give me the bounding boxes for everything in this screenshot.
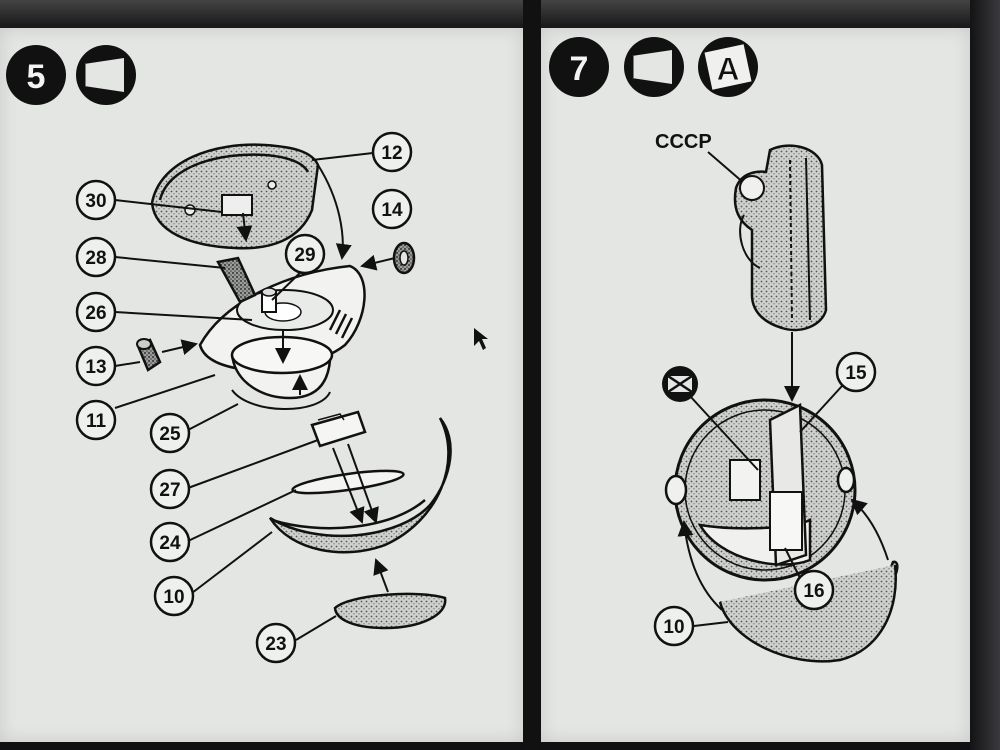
callout-10-right: 10: [653, 605, 695, 647]
step-5-header: 5: [6, 45, 136, 105]
part-25-bowl: [230, 335, 334, 410]
part-29-post: [261, 287, 277, 313]
callout-24: 24: [149, 521, 191, 563]
callout-10-left: 10: [153, 575, 195, 617]
decal-letter: A: [716, 51, 739, 87]
part-14-knob: [392, 241, 416, 275]
svg-text:10: 10: [163, 587, 184, 608]
step-7-header: 7 A: [549, 37, 758, 97]
part-13-cylinder: [136, 338, 162, 372]
capsule-sphere: [664, 398, 857, 582]
cccp-label: CCCP: [655, 131, 712, 153]
callout-27: 27: [149, 468, 191, 510]
step-7-arrows: [677, 498, 889, 611]
cosmonaut-figure: [733, 144, 828, 332]
step-number: 5: [27, 58, 46, 96]
right-frame: [970, 0, 1000, 750]
svg-text:25: 25: [159, 424, 181, 445]
callout-29: 29: [284, 233, 326, 275]
callout-28: 28: [75, 236, 117, 278]
step-number: 7: [570, 50, 589, 88]
step-badge: [549, 37, 609, 97]
callout-14: 14: [371, 188, 413, 230]
svg-text:29: 29: [294, 245, 315, 266]
step-5-arrows: [161, 164, 396, 593]
svg-text:14: 14: [381, 200, 403, 221]
callout-11: 11: [75, 399, 117, 441]
callout-23: 23: [255, 622, 297, 664]
callout-15: 15: [835, 351, 877, 393]
cement-tube-shape: [84, 58, 124, 92]
svg-text:15: 15: [845, 363, 867, 384]
svg-text:28: 28: [85, 248, 106, 269]
svg-text:26: 26: [85, 303, 106, 324]
panel-divider: [523, 0, 541, 750]
step-5-leader-lines: [114, 152, 374, 641]
top-frame: [0, 0, 1000, 28]
svg-text:24: 24: [159, 533, 181, 554]
part-10-lower-hemisphere: [718, 560, 899, 663]
svg-text:12: 12: [381, 143, 402, 164]
part-12-upper-shell: [150, 143, 320, 250]
callout-26: 26: [75, 291, 117, 333]
part-24-disc: [291, 469, 405, 495]
svg-text:27: 27: [159, 480, 180, 501]
mouse-cursor-icon: [474, 328, 488, 350]
step-badge: [6, 45, 66, 105]
svg-text:13: 13: [85, 357, 106, 378]
svg-text:30: 30: [85, 191, 106, 212]
part-10-bottom-shell: [268, 417, 452, 554]
svg-text:23: 23: [265, 634, 286, 655]
callout-12: 12: [371, 131, 413, 173]
callout-25: 25: [149, 412, 191, 454]
svg-text:16: 16: [803, 581, 824, 602]
part-27-block: [310, 410, 367, 448]
callout-13: 13: [75, 345, 117, 387]
part-23-base-disc: [333, 592, 447, 630]
svg-text:10: 10: [663, 617, 684, 638]
svg-text:11: 11: [86, 411, 107, 432]
callout-16: 16: [793, 569, 835, 611]
part-28-bracket: [216, 256, 257, 304]
callout-30: 30: [75, 179, 117, 221]
no-glue-icon: [662, 366, 698, 402]
